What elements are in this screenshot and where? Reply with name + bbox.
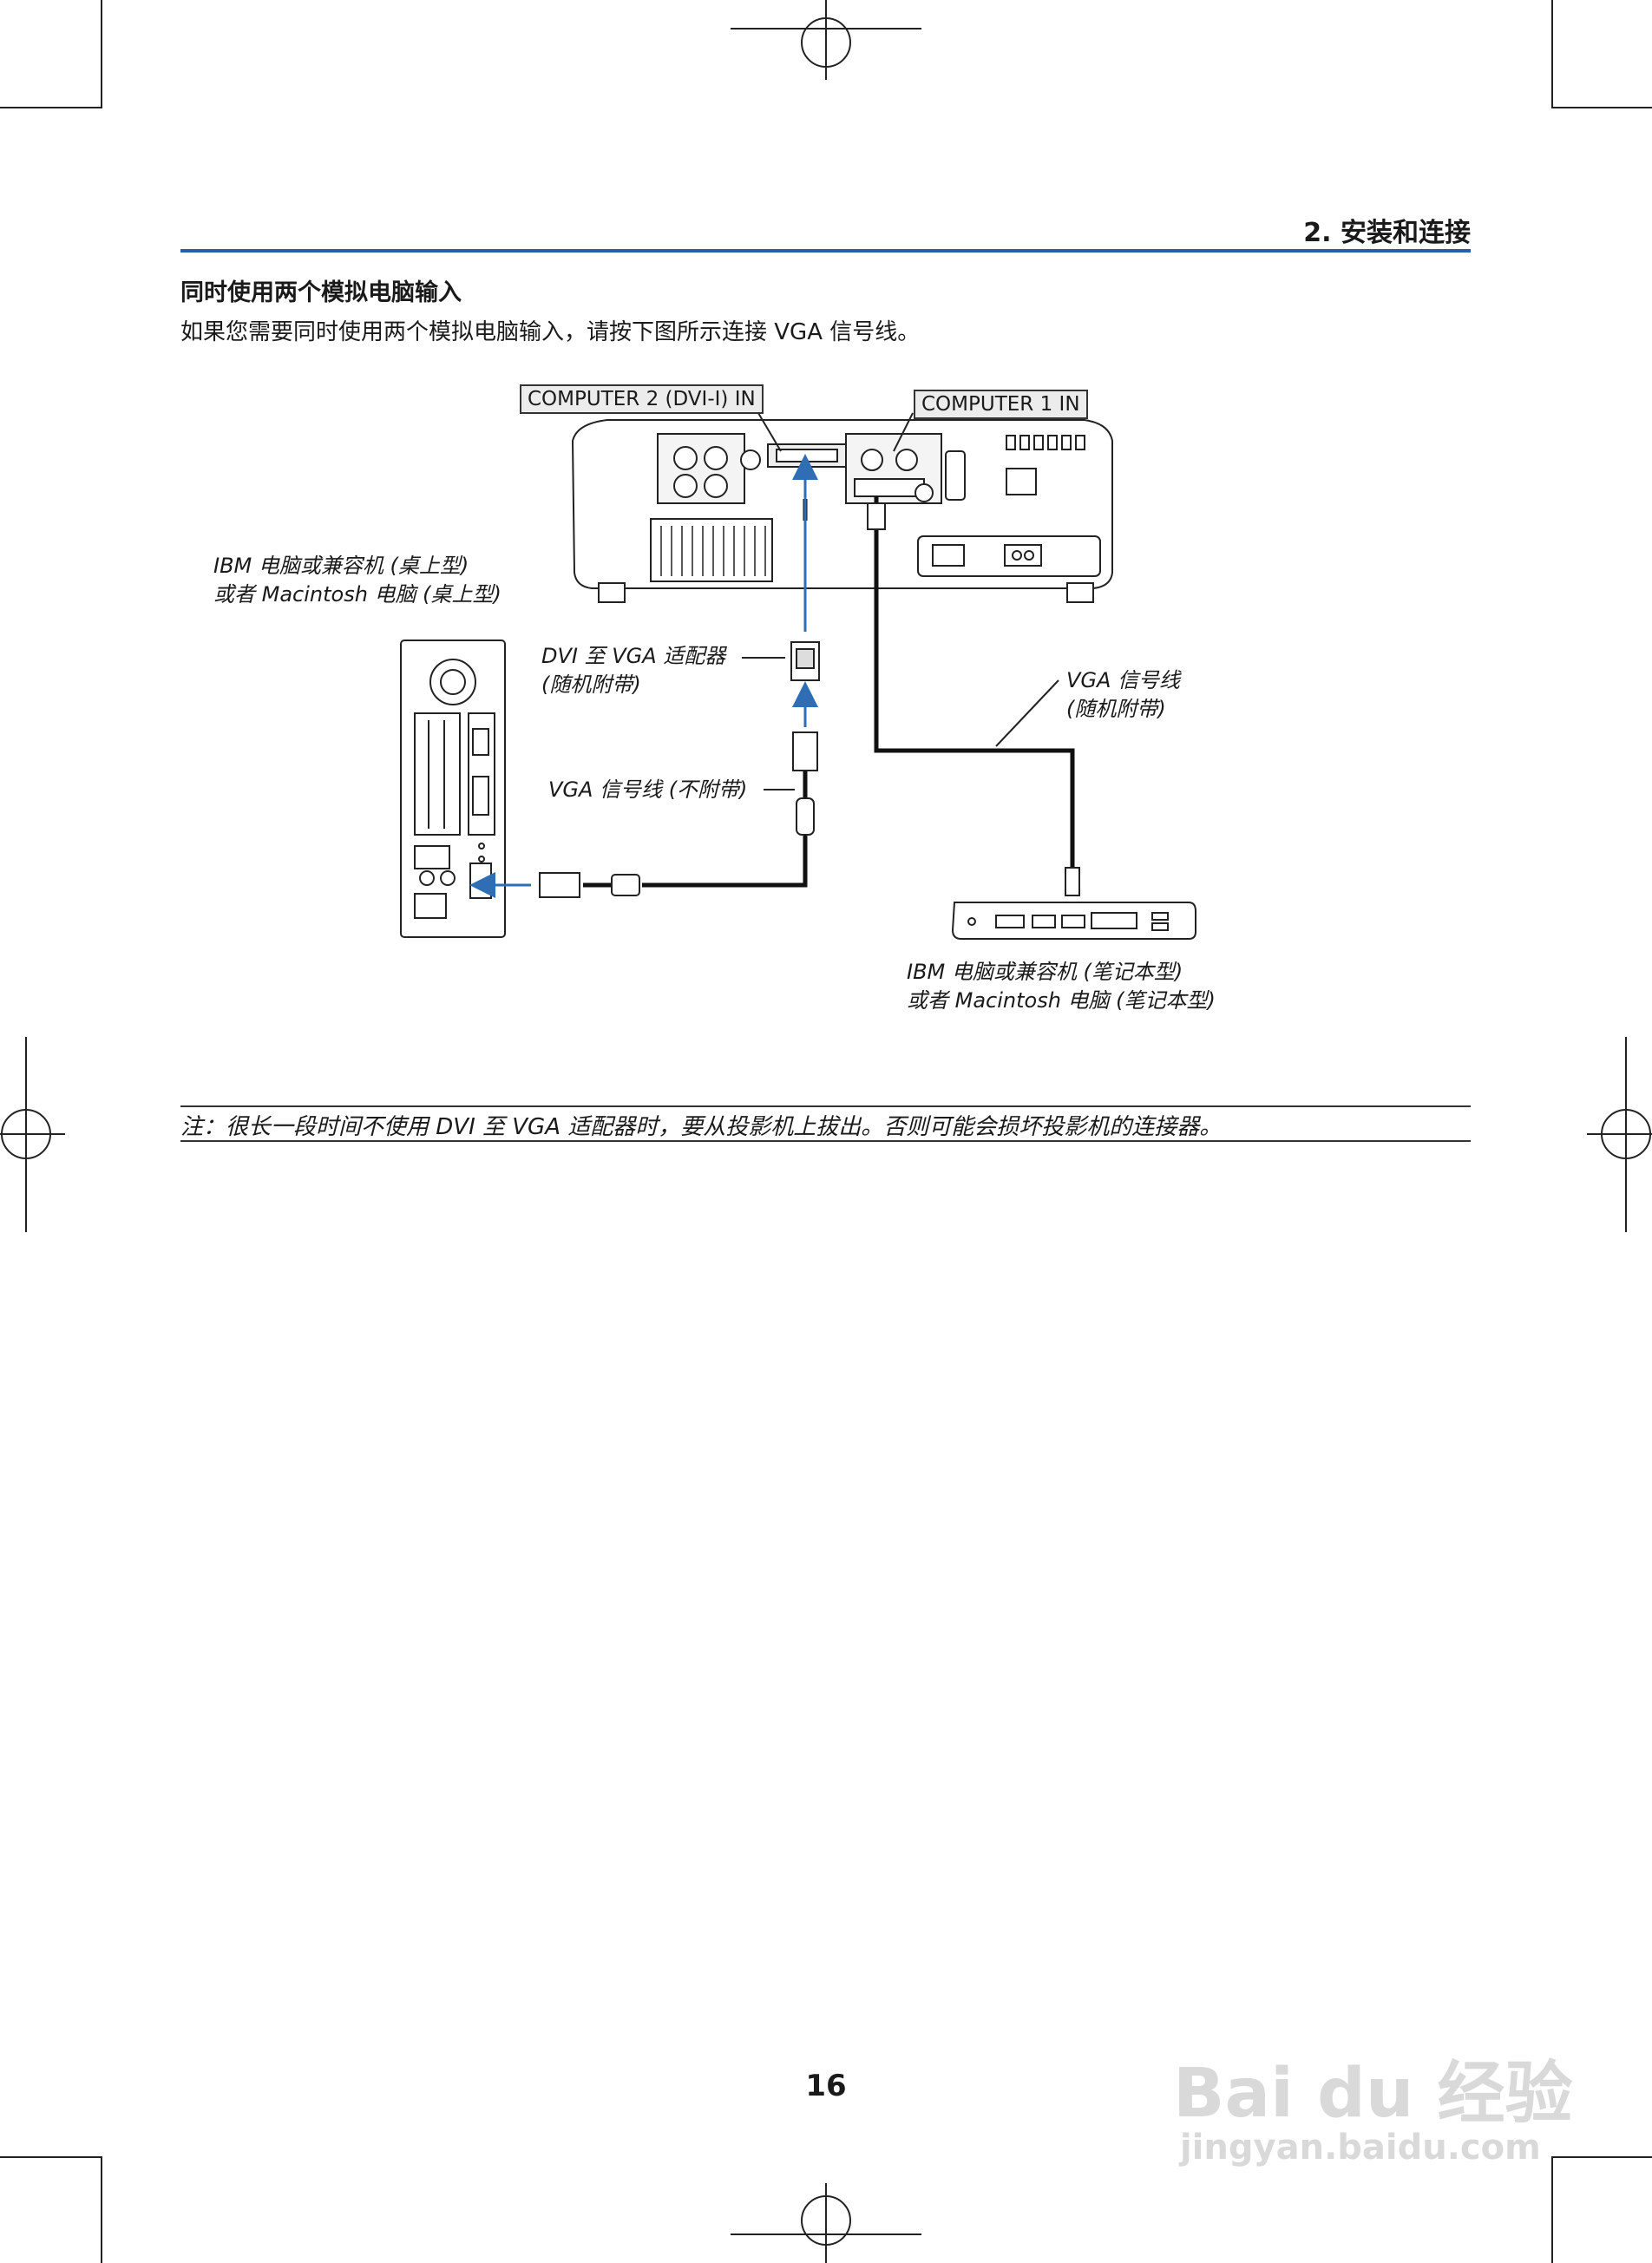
note-text: 注：很长一段时间不使用 DVI 至 VGA 适配器时，要从投影机上拔出。否则可能…: [180, 1114, 1223, 1140]
subsection-heading: 同时使用两个模拟电脑输入: [180, 279, 462, 306]
vga-cable-supplied-label: VGA 信号线 (随机附带): [1066, 668, 1181, 721]
connection-diagram: [400, 412, 1196, 940]
leader-lines: [742, 412, 1059, 790]
intro-paragraph: 如果您需要同时使用两个模拟电脑输入，请按下图所示连接 VGA 信号线。: [180, 319, 921, 345]
desktop-tower: [400, 640, 506, 938]
adapter-label: DVI 至 VGA 适配器 (随机附带): [541, 644, 726, 697]
connectors: [539, 502, 1080, 898]
page-number: 16: [805, 2069, 847, 2103]
header-rule: [180, 249, 1471, 253]
vga-cable-not-supplied-label: VGA 信号线 (不附带): [548, 777, 748, 802]
computer2-port-label: COMPUTER 2 (DVI-I) IN: [520, 384, 764, 414]
computer1-port-label: COMPUTER 1 IN: [914, 390, 1088, 419]
blue-arrows: [469, 454, 818, 898]
notebook-computer: [951, 902, 1196, 940]
projector-rear-panel: [571, 419, 1113, 603]
note-bottom-rule: [180, 1140, 1471, 1142]
watermark-url: jingyan.baidu.com: [1180, 2128, 1541, 2168]
watermark-brand: Bai du 经验: [1173, 2055, 1573, 2133]
note-top-rule: [180, 1105, 1471, 1107]
notebook-label: IBM 电脑或兼容机 (笔记本型) 或者 Macintosh 电脑 (笔记本型): [907, 960, 1216, 1013]
section-title: 2. 安装和连接: [1303, 218, 1471, 248]
desktop-label: IBM 电脑或兼容机 (桌上型) 或者 Macintosh 电脑 (桌上型): [213, 554, 502, 607]
